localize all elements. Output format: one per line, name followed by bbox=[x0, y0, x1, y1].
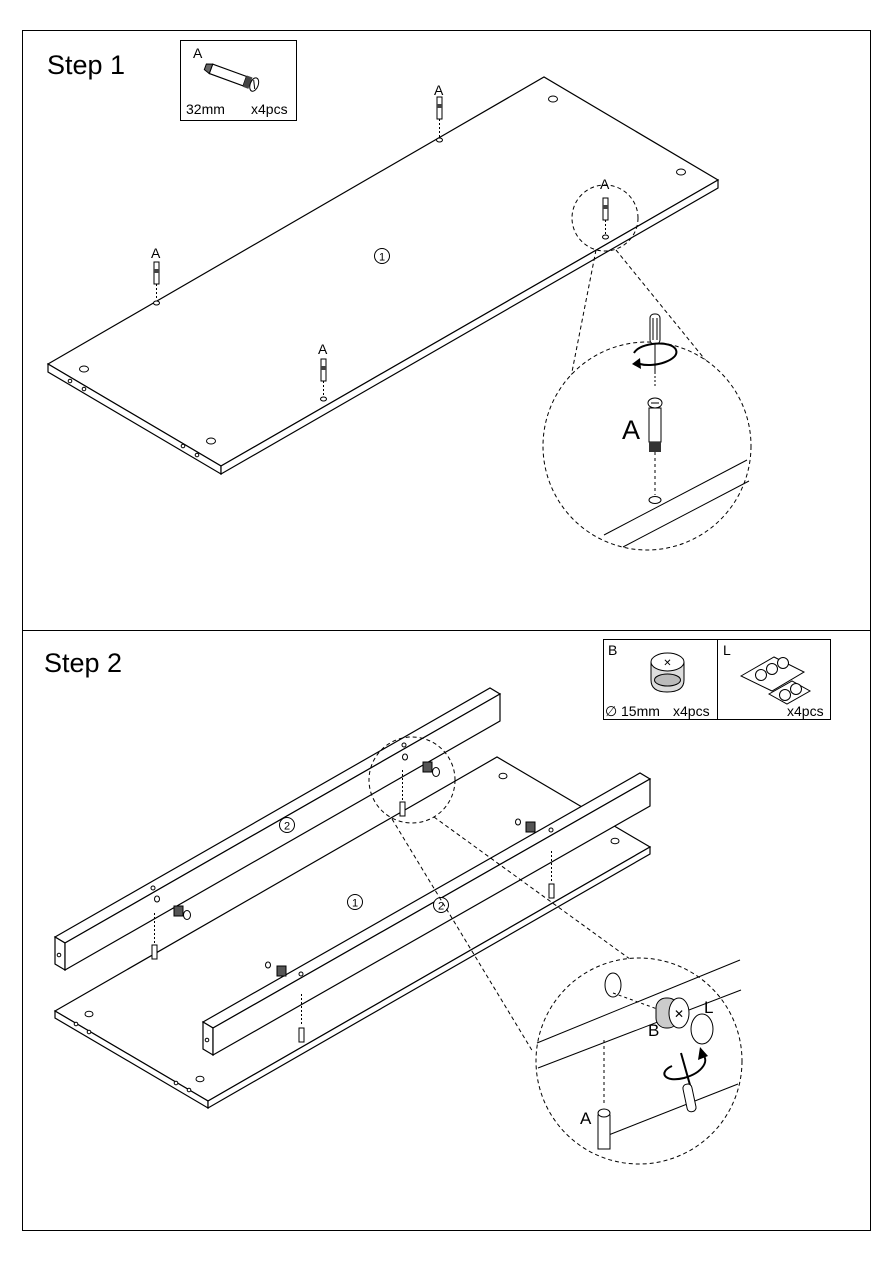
bolt-a bbox=[548, 851, 555, 899]
parts-bl-box: B L ✕ ∅ 15mm x4pcs x4pcs bbox=[603, 639, 831, 720]
part-b-size: 15mm bbox=[621, 703, 660, 719]
bolt-a: A bbox=[434, 82, 444, 143]
part-a-letter: A bbox=[193, 45, 203, 61]
screwdriver-icon bbox=[680, 1052, 697, 1113]
rail-number: 2 bbox=[284, 821, 290, 833]
detail-circle-small bbox=[571, 184, 639, 252]
rotate-arrow-icon bbox=[663, 1047, 708, 1081]
step2-title: Step 2 bbox=[44, 648, 123, 678]
svg-text:A: A bbox=[151, 245, 161, 261]
bolt-a: A bbox=[151, 245, 161, 306]
part-a-size: 32mm bbox=[186, 101, 225, 117]
bolt-a: A bbox=[318, 341, 328, 402]
svg-text:B: B bbox=[648, 1021, 659, 1040]
panel-number: 1 bbox=[379, 252, 385, 264]
rail-number-circle bbox=[279, 817, 295, 833]
detail-circle-small bbox=[368, 736, 456, 824]
part-l-qty: x4pcs bbox=[787, 703, 824, 719]
rail-number: 2 bbox=[438, 901, 444, 913]
cam-hole bbox=[676, 168, 686, 176]
svg-text:L: L bbox=[704, 998, 713, 1017]
svg-text:A: A bbox=[318, 341, 328, 357]
svg-text:A: A bbox=[600, 176, 610, 192]
svg-text:✕: ✕ bbox=[663, 658, 671, 669]
svg-text:A: A bbox=[580, 1109, 592, 1128]
part-b-diameter-icon: ∅ bbox=[605, 703, 618, 719]
cover-caps-icon bbox=[739, 656, 812, 705]
cam-hole bbox=[548, 95, 558, 103]
rotate-arrow-icon bbox=[632, 342, 678, 369]
step1-title: Step 1 bbox=[47, 50, 126, 80]
bolt-a: A bbox=[600, 176, 610, 240]
cam-hole bbox=[206, 437, 216, 445]
rail-back bbox=[53, 687, 502, 972]
part-a-box: A 32mm x4pcs bbox=[180, 40, 297, 121]
step1-illustration: A A A A 1 A bbox=[46, 76, 752, 551]
screwdriver-icon bbox=[649, 313, 661, 386]
bolt-a bbox=[298, 994, 305, 1043]
panel-number: 1 bbox=[352, 898, 358, 910]
step-divider bbox=[22, 630, 871, 631]
cam-lock bbox=[265, 961, 287, 977]
cam-lock bbox=[154, 895, 191, 920]
part-b-letter: B bbox=[608, 642, 618, 658]
svg-text:✕: ✕ bbox=[674, 1007, 684, 1021]
part-l-letter: L bbox=[723, 642, 731, 658]
cam-hole bbox=[79, 365, 89, 373]
part-a-qty: x4pcs bbox=[251, 101, 288, 117]
panel-number-circle bbox=[374, 248, 390, 264]
rail-number-circle bbox=[433, 897, 449, 913]
svg-text:A: A bbox=[434, 82, 444, 98]
zoom-detail: A bbox=[542, 341, 752, 551]
cam-bolt-icon bbox=[203, 63, 260, 92]
bolt-a bbox=[399, 770, 406, 817]
panel-side-edge bbox=[220, 178, 719, 476]
svg-text:A: A bbox=[622, 415, 640, 445]
cam-lock bbox=[402, 753, 440, 777]
cam-lock-icon: ✕ bbox=[650, 652, 685, 693]
panel-number-circle bbox=[347, 894, 363, 910]
cam-lock bbox=[515, 818, 536, 833]
rail-front bbox=[201, 772, 652, 1057]
bolt-a bbox=[151, 913, 158, 960]
zoom-detail: ✕ A B L bbox=[535, 957, 743, 1165]
part-b-qty: x4pcs bbox=[673, 703, 710, 719]
